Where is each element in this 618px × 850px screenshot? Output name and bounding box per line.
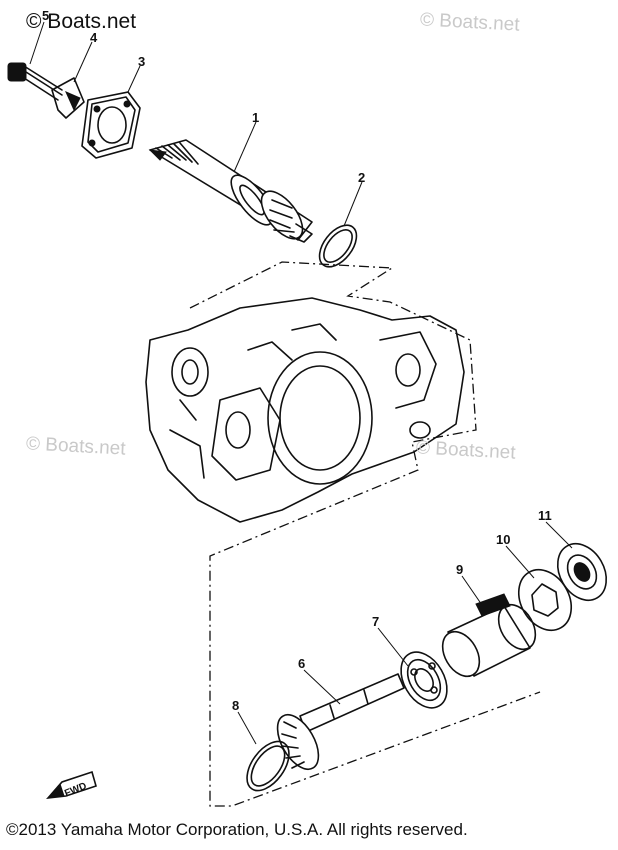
engine-boundary (189, 261, 541, 807)
bracket-part-4[interactable] (51, 77, 85, 119)
leader-3 (127, 65, 141, 93)
bolt-part-5[interactable] (7, 62, 63, 101)
gear-shaft-part-6[interactable] (269, 673, 405, 776)
callout-4: 4 (90, 30, 98, 45)
leader-9 (461, 575, 485, 609)
watermark-top-left: © Boats.net (26, 10, 137, 33)
bearing-part-7[interactable] (392, 644, 457, 716)
callout-6: 6 (298, 656, 306, 671)
washer-part-2[interactable] (312, 218, 364, 273)
leader-5 (29, 21, 45, 65)
callout-11: 11 (538, 508, 552, 523)
callout-5: 5 (42, 8, 50, 23)
washer-part-8[interactable] (239, 734, 298, 798)
callout-3: 3 (138, 54, 146, 69)
collar-part-9[interactable] (435, 593, 543, 683)
callout-9: 9 (456, 562, 464, 577)
forward-direction-arrow-icon: FWD (46, 770, 97, 799)
drive-shaft-part-1[interactable] (148, 139, 313, 246)
callout-7: 7 (372, 614, 380, 629)
engine-crankcase (145, 297, 465, 523)
leader-4 (73, 41, 93, 83)
leader-7 (377, 627, 409, 667)
callout-10: 10 (496, 532, 511, 547)
leader-6 (303, 669, 341, 705)
callout-1: 1 (252, 110, 260, 125)
leader-1 (233, 121, 257, 173)
callout-2: 2 (358, 170, 366, 185)
gasket-plate-part-3[interactable] (81, 91, 141, 159)
callout-8: 8 (232, 698, 240, 713)
leader-10 (505, 545, 535, 579)
leader-11 (545, 521, 573, 549)
leader-8 (237, 711, 257, 745)
leader-2 (343, 181, 363, 227)
copyright-notice: ©2013 Yamaha Motor Corporation, U.S.A. A… (6, 820, 468, 839)
